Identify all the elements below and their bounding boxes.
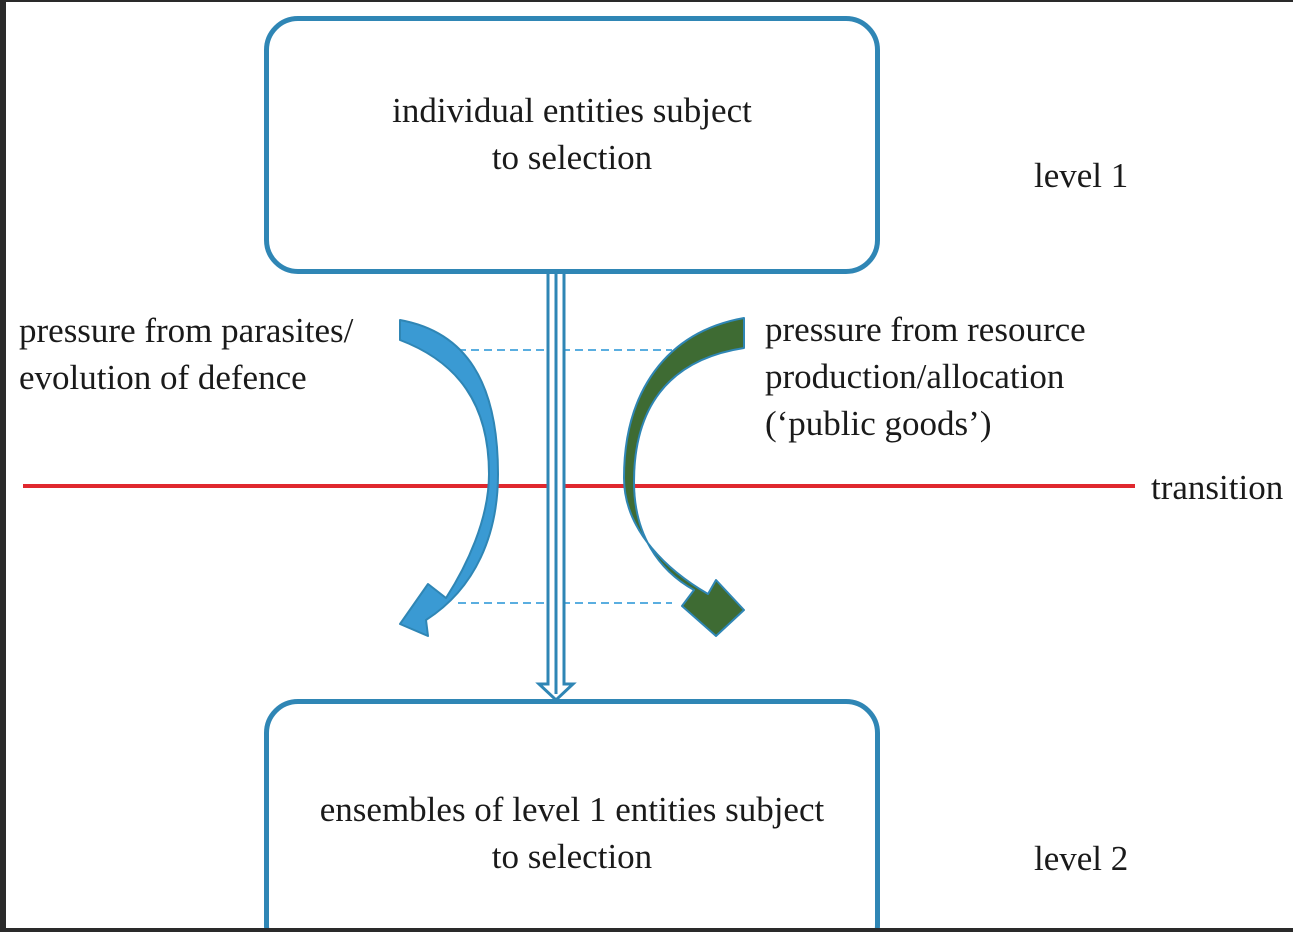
left-curved-arrow-icon xyxy=(399,319,499,637)
right-curved-arrow-icon xyxy=(623,317,745,637)
diagram-graphics xyxy=(23,270,1135,703)
parasite-pressure-label: pressure from parasites/ evolution of de… xyxy=(19,311,354,397)
level1-entities-text: individual entities subject to selection xyxy=(392,91,752,177)
transition-label: transition xyxy=(1151,468,1284,507)
level2-ensembles-text: ensembles of level 1 entities subject to… xyxy=(319,790,825,876)
level2-ensembles-box: ensembles of level 1 entities subject to… xyxy=(264,699,880,928)
level1-label: level 1 xyxy=(1034,156,1129,195)
level1-entities-box: individual entities subject to selection xyxy=(264,16,880,274)
level2-label: level 2 xyxy=(1034,839,1129,878)
resource-pressure-label: pressure from resource production/alloca… xyxy=(765,310,1086,443)
diagram-canvas: individual entities subject to selection… xyxy=(6,2,1293,928)
center-double-arrow-icon xyxy=(535,270,577,703)
